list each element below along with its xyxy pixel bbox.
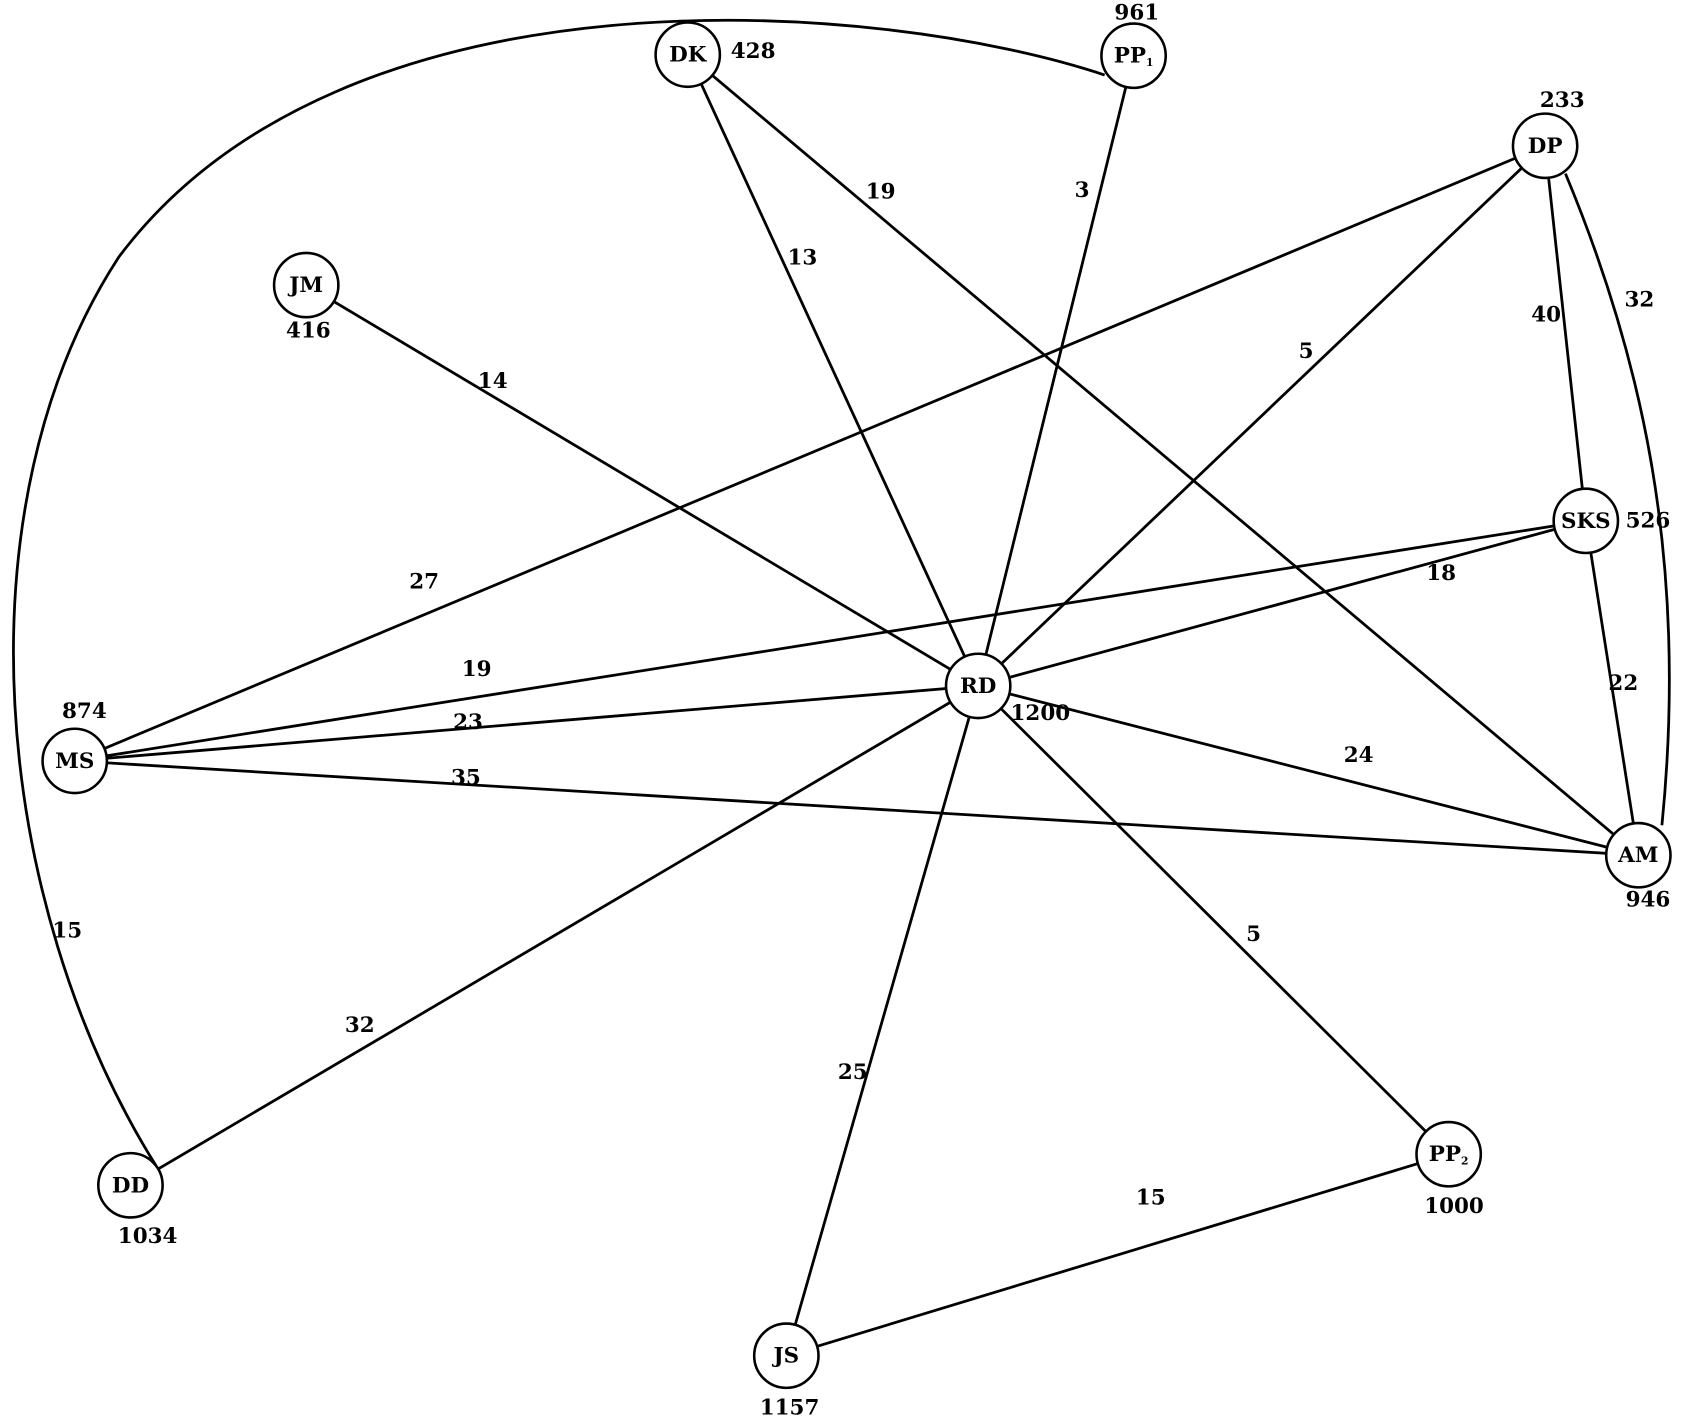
edge-dk-rd xyxy=(686,54,980,687)
edge-ms-rd xyxy=(74,684,979,763)
node-label: DD xyxy=(112,1173,149,1198)
edge-weight-label: 19 xyxy=(866,179,896,204)
node-value: 1200 xyxy=(1011,701,1071,726)
node-label: PP1 xyxy=(1114,43,1154,68)
node-circle xyxy=(654,21,722,89)
edge-pp1-rd xyxy=(976,55,1135,687)
node-label: DK xyxy=(669,42,708,67)
edge-weight-label: 19 xyxy=(462,657,492,682)
node-circle xyxy=(1604,821,1672,889)
node-label: PP2 xyxy=(1429,1142,1469,1167)
edge-sks-am xyxy=(1584,520,1640,856)
node-rd: RD 1200 xyxy=(944,652,1071,726)
edge-weight-label: 32 xyxy=(345,1013,375,1038)
edge-weight-label: 18 xyxy=(1426,561,1456,586)
node-dk: DK 428 xyxy=(654,21,776,89)
node-js: JS 1157 xyxy=(752,1322,820,1420)
edge-dp-sks xyxy=(1543,145,1588,521)
node-label: SKS xyxy=(1561,508,1611,533)
node-jm: JM 416 xyxy=(272,251,340,344)
node-value: 874 xyxy=(62,699,107,724)
node-value: 233 xyxy=(1540,88,1585,113)
edge-weight-label: 24 xyxy=(1344,743,1374,768)
edge-rd-am xyxy=(977,684,1639,857)
edge-weight-label: 15 xyxy=(52,919,82,944)
node-label: JM xyxy=(287,273,323,298)
edge-weight-label: 14 xyxy=(478,369,508,394)
edge-weight-label: 23 xyxy=(453,710,483,735)
edge-weight-label: 25 xyxy=(838,1060,868,1085)
node-value: 1000 xyxy=(1424,1194,1484,1219)
edge-weight-label: 5 xyxy=(1299,339,1314,364)
node-value: 416 xyxy=(286,319,331,344)
edge-rd-dd xyxy=(129,684,979,1187)
edge-weight-label: 32 xyxy=(1625,288,1655,313)
node-circle xyxy=(41,727,109,795)
node-circle xyxy=(272,251,340,319)
node-label: MS xyxy=(55,748,94,773)
edge-dp-ms xyxy=(74,144,1546,763)
edge-rd-js xyxy=(785,685,980,1357)
node-label: DP xyxy=(1528,133,1563,158)
node-circle xyxy=(1552,487,1620,555)
node-value: 526 xyxy=(1626,508,1671,533)
edge-weight-label: 27 xyxy=(409,569,439,594)
edge-weight-label: 3 xyxy=(1075,178,1090,203)
edge-dp-am xyxy=(1564,173,1671,826)
node-value: 961 xyxy=(1114,0,1159,25)
node-value: 428 xyxy=(731,39,776,64)
node-label: JS xyxy=(772,1343,800,1368)
edge-sks-ms xyxy=(74,519,1587,763)
node-circle xyxy=(97,1151,164,1219)
node-dp: DP 233 xyxy=(1511,88,1585,180)
edge-weight-label: 5 xyxy=(1246,922,1261,947)
node-circle xyxy=(1100,22,1168,90)
node-circle xyxy=(752,1322,820,1390)
edge-weight-label: 40 xyxy=(1531,303,1561,328)
node-dd: DD 1034 xyxy=(97,1151,178,1249)
node-sks: SKS 526 xyxy=(1552,487,1671,555)
edge-weight-label: 13 xyxy=(788,246,818,271)
node-value: 946 xyxy=(1626,888,1671,913)
node-label: AM xyxy=(1617,843,1658,868)
edge-weight-label: 22 xyxy=(1608,671,1638,696)
node-ms: MS 874 xyxy=(41,699,109,795)
node-circle xyxy=(1511,112,1579,180)
edge-jm-rd xyxy=(305,283,979,688)
edge-pp2-js xyxy=(785,1152,1450,1358)
node-circle xyxy=(944,652,1012,720)
edge-dp-rd xyxy=(977,144,1547,687)
node-pp2: PP2 1000 xyxy=(1415,1120,1484,1219)
edge-weight-label: 35 xyxy=(451,765,481,790)
edge-rd-pp2 xyxy=(977,684,1450,1156)
node-value: 1034 xyxy=(118,1224,178,1249)
node-label: RD xyxy=(960,673,996,698)
edge-weight-label: 15 xyxy=(1136,1186,1166,1211)
edge-sks-rd xyxy=(977,519,1587,688)
edge-dk-am xyxy=(686,53,1640,857)
node-am: AM 946 xyxy=(1604,821,1672,913)
edge-pp1-dd xyxy=(12,19,1106,1167)
edge-ms-am xyxy=(74,759,1639,857)
node-circle xyxy=(1415,1120,1483,1188)
node-value: 1157 xyxy=(760,1396,820,1420)
node-pp1: PP1 961 xyxy=(1100,0,1168,90)
